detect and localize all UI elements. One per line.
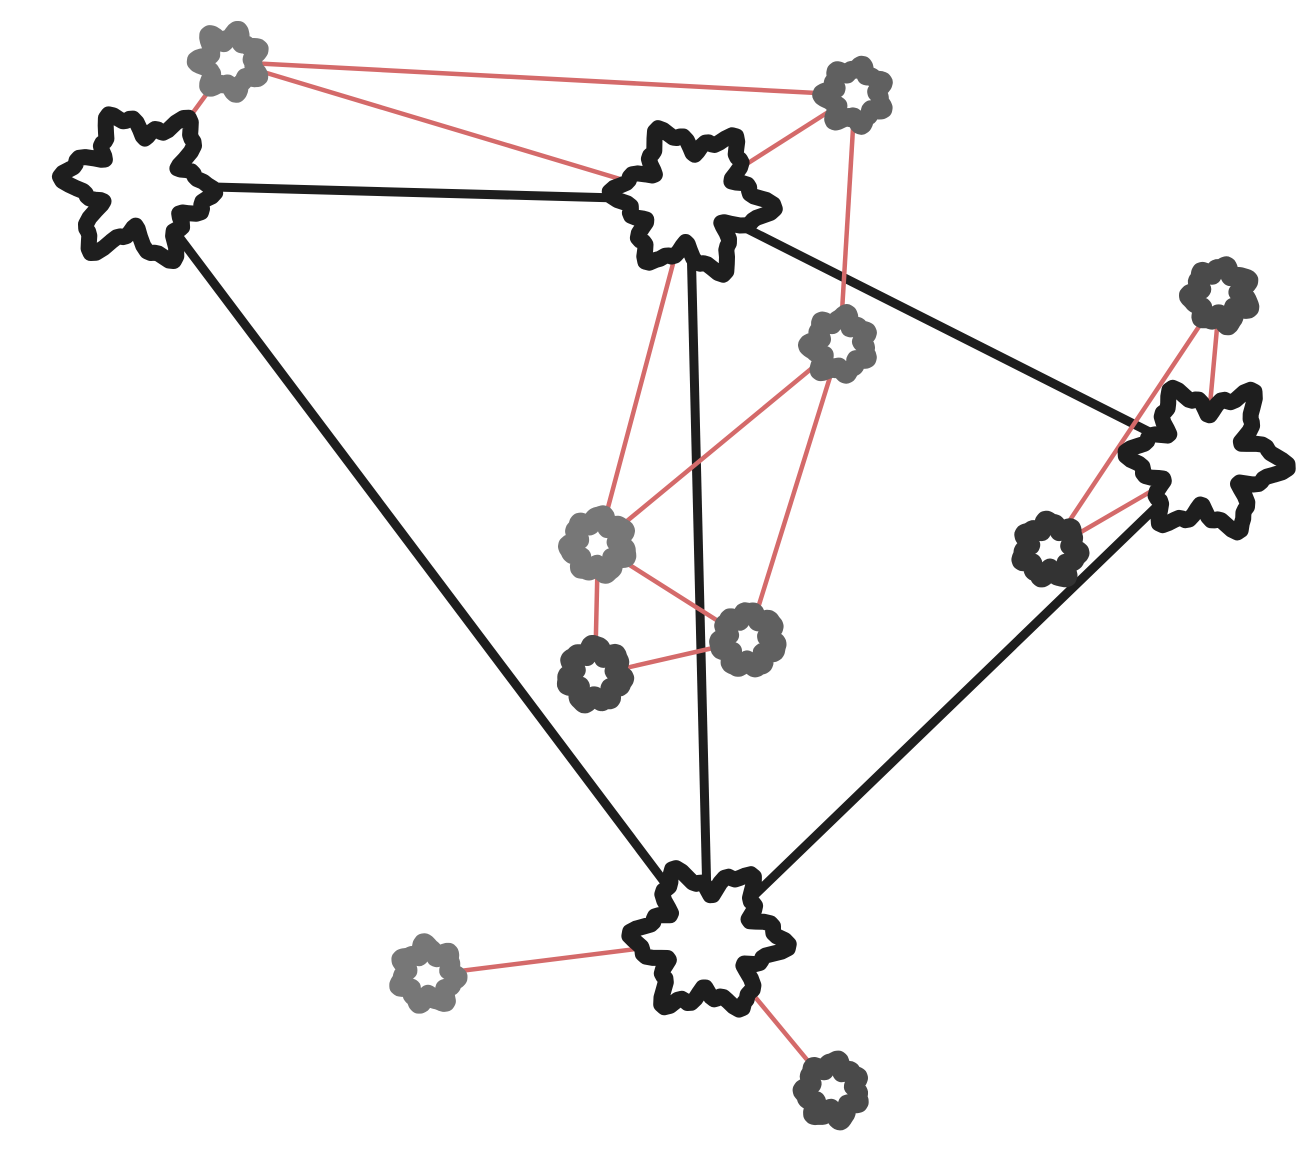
major-edge-L3-L4	[704, 456, 1209, 944]
major-edge-L2-L3	[687, 195, 1208, 465]
major-node-L4	[621, 860, 797, 1018]
minor-node-S6	[709, 602, 787, 678]
major-node-L2	[601, 120, 783, 283]
minor-node-S9	[389, 933, 468, 1014]
minor-node-S10	[792, 1050, 869, 1131]
major-edge-L2-L4	[685, 199, 713, 941]
major-node-L3	[1117, 379, 1296, 541]
minor-node-S8	[1011, 510, 1090, 588]
minor-node-S5	[558, 505, 637, 584]
major-edge-L1-L2	[139, 180, 691, 205]
minor-edge-S3-S6	[745, 344, 843, 641]
minor-edge-S1-S2	[229, 59, 856, 98]
nodes-layer	[51, 21, 1296, 1131]
minor-edge-S2-S3	[837, 94, 858, 346]
minor-node-S2	[812, 55, 893, 135]
minor-edge-S1-L2	[229, 59, 691, 203]
minor-node-S7	[556, 635, 635, 714]
minor-edge-S4-S8	[1048, 293, 1222, 552]
minor-edge-S3-S5	[596, 343, 842, 547]
minor-node-S4	[1179, 256, 1260, 336]
major-edge-L1-L4	[136, 182, 712, 943]
minor-node-S3	[798, 304, 877, 384]
minor-node-S1	[186, 21, 269, 103]
major-node-L1	[51, 106, 224, 269]
